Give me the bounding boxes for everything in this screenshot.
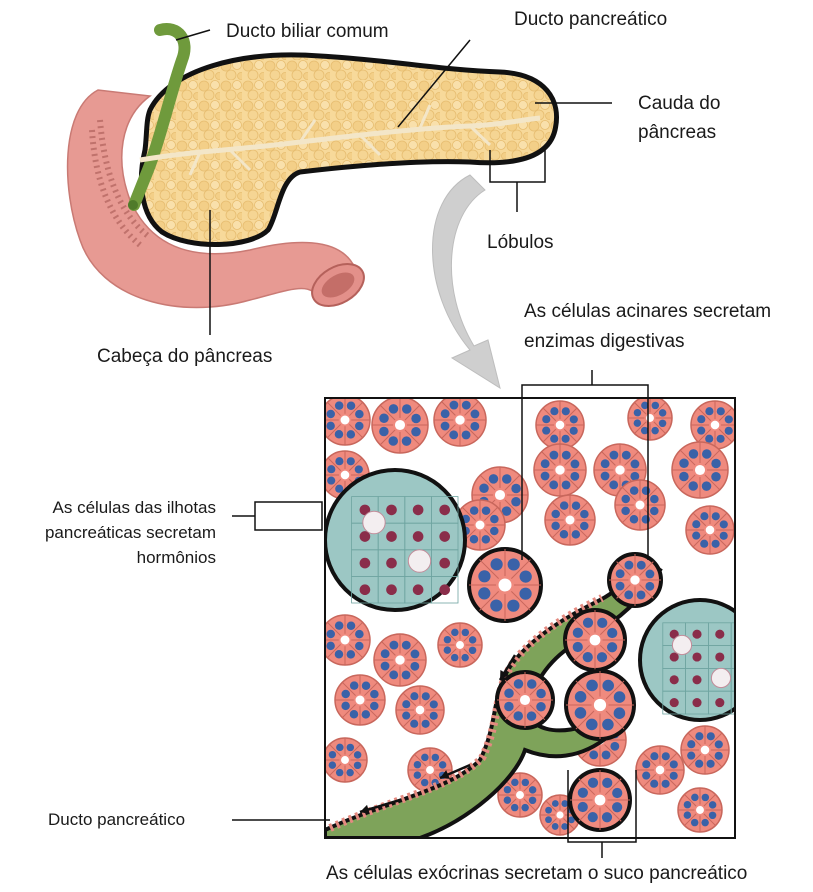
acinus-3 — [536, 401, 584, 449]
label-exocrine: As células exócrinas secretam o suco pan… — [326, 862, 747, 886]
islet-right — [640, 600, 760, 720]
acinus-4 — [628, 396, 672, 440]
acinus-10 — [672, 442, 728, 498]
islet-bracket — [232, 502, 322, 530]
acinus-12 — [545, 495, 595, 545]
acinus-18 — [335, 675, 385, 725]
acinus-cluster-6 — [497, 672, 553, 728]
label-acinar-line1: As células acinares secretam — [524, 300, 771, 324]
acinus-16 — [374, 634, 426, 686]
label-islet-line2: pancreáticas secretam — [45, 521, 216, 545]
acinus-13 — [615, 480, 665, 530]
acinus-cluster-2 — [565, 610, 625, 670]
acinus-24 — [681, 726, 729, 774]
islet-left — [325, 470, 465, 610]
acinus-14 — [686, 506, 734, 554]
acinus-cluster-5 — [570, 770, 630, 830]
acinus-cluster-4 — [566, 671, 634, 739]
label-tail-line1: Cauda do — [638, 92, 720, 116]
label-islet-line3: hormônios — [137, 546, 216, 570]
acinus-0 — [320, 395, 370, 445]
label-head: Cabeça do pâncreas — [97, 345, 272, 369]
label-tail-line2: pâncreas — [638, 121, 716, 145]
zoom-arrow — [433, 175, 501, 388]
acinus-2 — [434, 394, 486, 446]
acinus-cluster-3 — [609, 554, 661, 606]
label-islet-line1: As células das ilhotas — [53, 496, 216, 520]
label-acinar-line2: enzimas digestivas — [524, 330, 685, 354]
acinus-27 — [678, 788, 722, 832]
acinus-1 — [372, 397, 428, 453]
acinus-8 — [534, 444, 586, 496]
label-pancreatic-duct-bottom: Ducto pancreático — [48, 808, 185, 832]
acinus-17 — [438, 623, 482, 667]
label-common-bile-duct: Ducto biliar comum — [226, 20, 389, 44]
label-pancreatic-duct-top: Ducto pancreático — [514, 8, 667, 32]
acinus-19 — [396, 686, 444, 734]
acinus-cluster-1 — [469, 549, 541, 621]
acinus-20 — [323, 738, 367, 782]
acinus-15 — [320, 615, 370, 665]
acinus-23 — [636, 746, 684, 794]
label-lobules: Lóbulos — [487, 231, 554, 255]
